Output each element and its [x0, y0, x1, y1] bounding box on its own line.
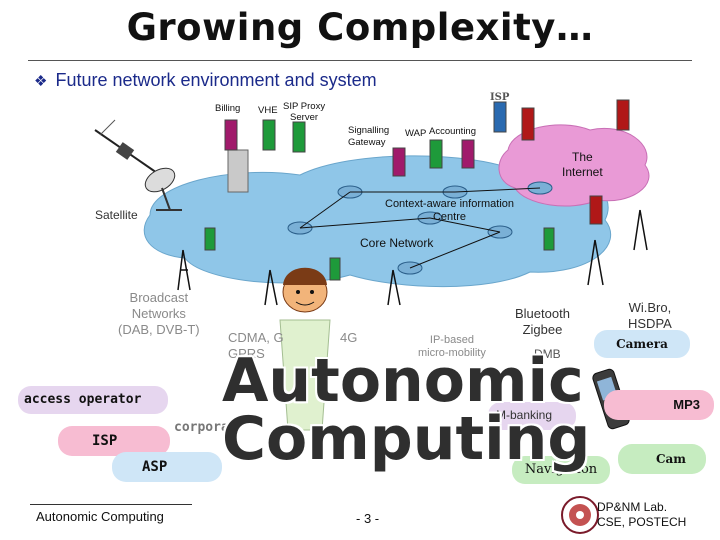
mbanking-text: M-banking [496, 408, 553, 422]
bullet-point: ❖ Future network environment and system [34, 70, 377, 91]
title-divider [28, 60, 692, 61]
broadcast-label: Broadcast Networks (DAB, DVB-T) [118, 290, 200, 337]
web-server-icon [589, 195, 603, 225]
camera-text: Camera [616, 337, 668, 351]
4g-label: 4G [340, 330, 358, 345]
billing-label: Billing [215, 103, 241, 114]
accounting-server-icon [461, 139, 475, 169]
signalling-gateway-label: Signalling Gateway [348, 125, 390, 148]
antenna-tower-icon [177, 249, 191, 291]
satellite-label: Satellite [95, 208, 138, 222]
satellite-icon [94, 119, 161, 176]
camera-pill [594, 330, 690, 358]
cloud-server-icon [329, 257, 341, 281]
access-operator-pill [18, 386, 168, 414]
navigation-text: Navigation [524, 462, 598, 477]
isp-bottom-text: ISP [92, 433, 118, 449]
footer-title: Autonomic Computing [36, 509, 164, 524]
lab-line-2: CSE, POSTECH [597, 515, 687, 529]
lab-line-1: DP&NM Lab. [597, 500, 668, 514]
billing-server-icon [224, 119, 238, 151]
web-server-icon [616, 99, 630, 131]
dmb-label: DMB [534, 347, 561, 361]
sip-proxy-label: SIP Proxy Server [283, 101, 326, 123]
footer-rule-left [30, 504, 192, 505]
context-centre-label: Context-aware information Centre [385, 198, 515, 223]
isp-server-icon [493, 101, 507, 133]
asp-text: ASP [142, 459, 168, 475]
diamond-bullet-icon: ❖ [34, 73, 48, 90]
cam-text: Cam [655, 452, 686, 466]
sip-server-icon [292, 121, 306, 153]
vhe-server-icon [262, 119, 276, 151]
autonomic-heading-line2: Computing [222, 404, 591, 474]
wap-server-icon [429, 139, 443, 169]
antenna-tower-icon [633, 209, 648, 251]
page-title: Growing Complexity… [126, 6, 594, 49]
wibro-hsdpa-label: Wi.Bro, HSDPA [628, 300, 672, 331]
autonomic-heading-line1: Autonomic [222, 346, 584, 416]
dish-icon [144, 167, 182, 211]
vhe-label: VHE [258, 105, 278, 116]
cartoon-person-icon [279, 267, 331, 431]
mp3-pill [604, 390, 714, 420]
antenna-tower-icon [264, 269, 278, 306]
web-server-icon [521, 107, 535, 141]
cloud-server-icon [543, 227, 555, 251]
asp-pill [112, 452, 222, 482]
cloud-server-icon [204, 227, 216, 251]
signalling-server-icon [392, 147, 406, 177]
server-rack-icon [227, 149, 249, 193]
mp3-text: MP3 [673, 397, 700, 412]
isp-top-label: ISP [490, 92, 510, 103]
isp-pill [58, 426, 170, 456]
access-operator-text: access operator [24, 392, 142, 407]
navigation-pill [512, 456, 610, 484]
antenna-tower-icon [587, 239, 604, 286]
accounting-label: Accounting [429, 126, 477, 137]
page-number: - 3 - [356, 511, 380, 526]
bullet-text: Future network environment and system [55, 70, 377, 90]
antenna-tower-icon [387, 269, 401, 306]
corporate-text: corpora [174, 420, 229, 435]
core-network-label: Core Network [360, 236, 434, 250]
core-network-cloud [143, 155, 612, 288]
cdma-label: CDMA, G GPRS [228, 330, 284, 361]
wap-label: WAP [405, 128, 427, 139]
bluetooth-zigbee-label: Bluetooth Zigbee [515, 306, 570, 337]
lab-name: DP&NM Lab. CSE, POSTECH [597, 500, 686, 530]
cam-pill [618, 444, 706, 474]
internet-label: The Internet [562, 150, 603, 179]
ip-micro-mobility-label: IP-based micro-mobility [418, 334, 486, 359]
university-seal-icon [561, 496, 599, 534]
mbanking-pill [488, 402, 576, 430]
